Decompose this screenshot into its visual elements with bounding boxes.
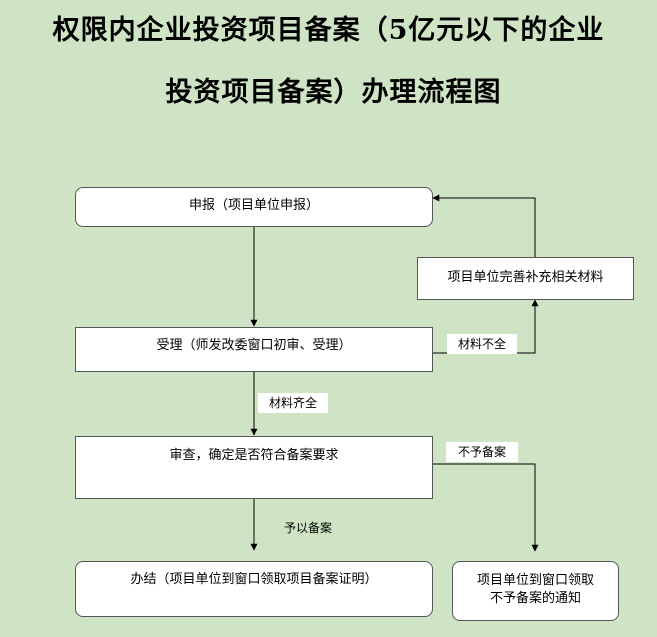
edge-label-not-approved: 不予备案 <box>446 442 518 462</box>
node-reject-notice-line-1: 项目单位到窗口领取 <box>476 573 594 588</box>
node-declare-label: 申报（项目单位申报） <box>188 198 319 213</box>
diagram-title-line-1: 权限内企业投资项目备案（5亿元以下的企业 <box>52 15 605 46</box>
node-review: 审查，确定是否符合备案要求 <box>75 436 433 499</box>
node-accept-label: 受理（师发改委窗口初审、受理） <box>156 338 352 353</box>
node-reject-notice-line-2: 不予备案的通知 <box>489 591 581 606</box>
node-accept: 受理（师发改委窗口初审、受理） <box>75 327 433 372</box>
edge-label-approved: 予以备案 <box>284 521 333 535</box>
node-conclude: 办结（项目单位到窗口领取项目备案证明） <box>75 561 433 617</box>
node-supplement-label: 项目单位完善补充相关材料 <box>447 270 604 285</box>
node-review-label: 审查，确定是否符合备案要求 <box>169 448 339 463</box>
node-declare: 申报（项目单位申报） <box>75 187 433 227</box>
node-supplement-materials: 项目单位完善补充相关材料 <box>417 257 634 300</box>
arrow-review-to-reject <box>433 463 539 552</box>
node-conclude-label: 办结（项目单位到窗口领取项目备案证明） <box>130 572 378 587</box>
edge-label-materials-complete: 材料齐全 <box>258 393 328 413</box>
edge-label-materials-incomplete: 材料不全 <box>447 334 517 354</box>
node-reject-notice: 项目单位到窗口领取 不予备案的通知 <box>452 561 619 621</box>
arrow-supplement-to-declare <box>432 194 536 257</box>
diagram-title-line-2: 投资项目备案）办理流程图 <box>165 77 502 108</box>
